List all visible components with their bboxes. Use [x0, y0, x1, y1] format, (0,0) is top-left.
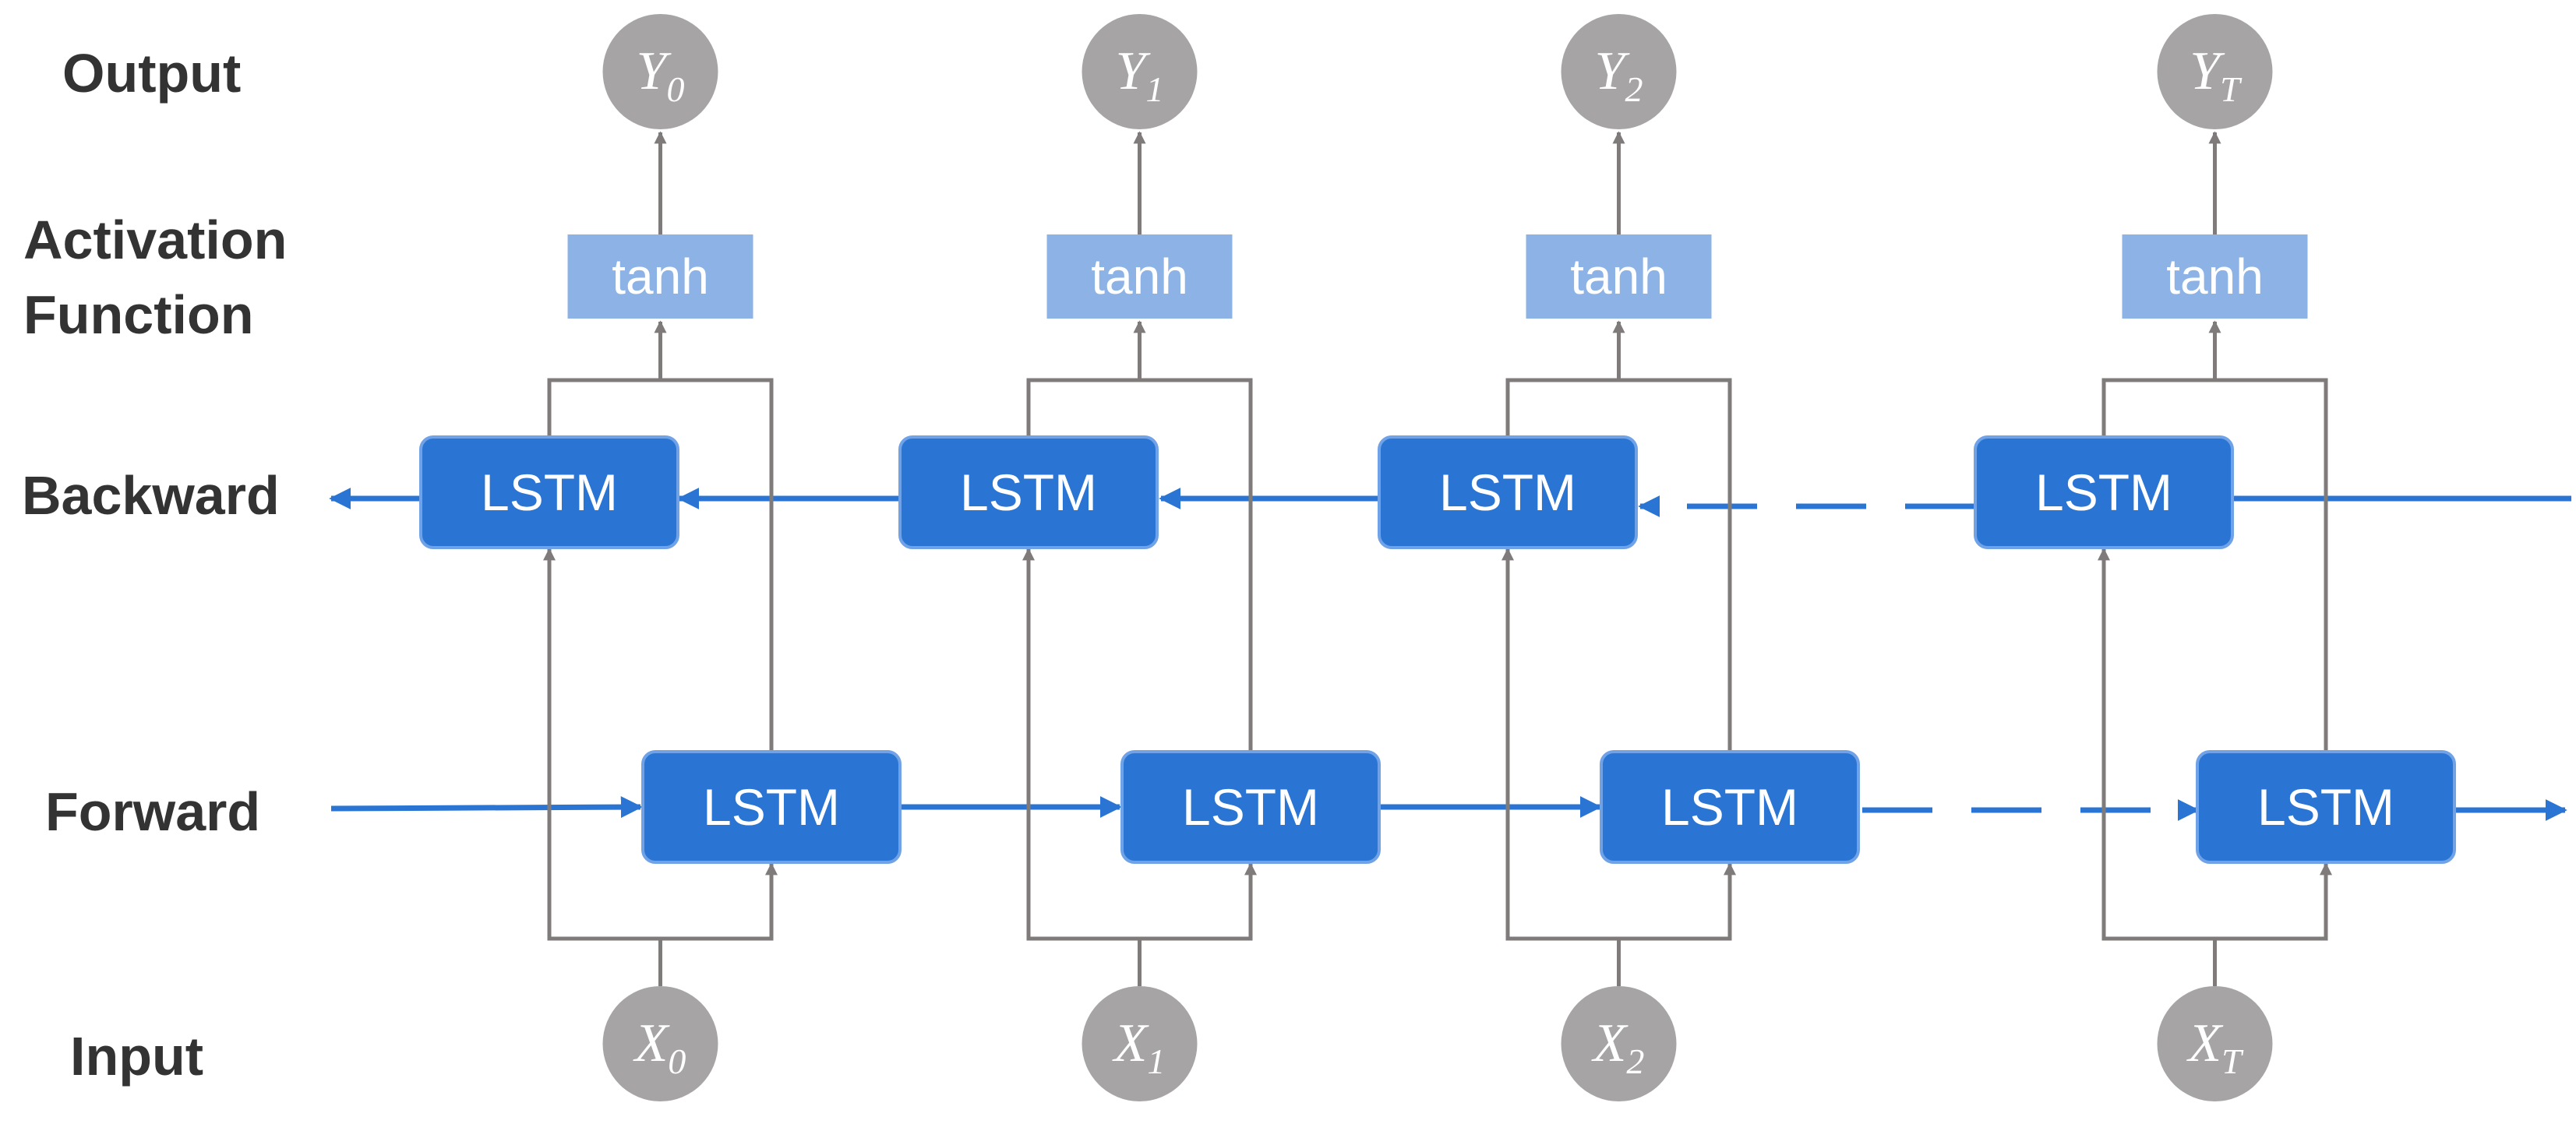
- input-to-forward-connector: [660, 862, 778, 941]
- input-node-variable: X: [633, 1013, 671, 1073]
- output-node-label: YT: [2190, 41, 2243, 109]
- backward-lstm-cell: [1378, 435, 1638, 549]
- tanh-label: tanh: [612, 248, 709, 305]
- input-to-backward-connector: [2097, 548, 2217, 986]
- forward-lstm-label: LSTM: [2257, 778, 2394, 836]
- input-to-backward-connector: [1022, 548, 1142, 986]
- forward-lstm-cell: [2196, 750, 2456, 864]
- output-node-subscript: 1: [1145, 69, 1163, 109]
- forward-lstm-cell: [1120, 750, 1381, 864]
- input-node-label: X0: [633, 1013, 686, 1081]
- input-node-label: X2: [1591, 1013, 1645, 1081]
- forward-lstm-label: LSTM: [1182, 778, 1319, 836]
- backward-lstm-label: LSTM: [960, 463, 1097, 521]
- input-node-label: XT: [2186, 1013, 2244, 1081]
- input-to-backward-connector: [1501, 548, 1621, 986]
- input-node-subscript: 0: [668, 1041, 686, 1081]
- backward-lstm-label: LSTM: [2035, 463, 2172, 521]
- tanh-label: tanh: [1570, 248, 1667, 305]
- row-label-activation-line1: Activation: [23, 210, 287, 270]
- row-label-forward: Forward: [45, 781, 260, 842]
- tanh-box: [1526, 234, 1712, 319]
- input-to-backward-connector: [542, 548, 662, 986]
- forward-lstm-cell: [641, 750, 902, 864]
- input-node-circle-icon: [602, 986, 718, 1101]
- forward-arrow-in: [330, 796, 643, 819]
- forward-recurrent-arrows: [330, 796, 2567, 821]
- input-to-forward-connector: [1618, 862, 1737, 941]
- output-node-variable: Y: [1116, 41, 1152, 101]
- output-node-label: Y0: [637, 41, 685, 109]
- input-node-subscript: 2: [1626, 1041, 1644, 1081]
- output-node-variable: Y: [2190, 41, 2225, 101]
- row-label-backward: Backward: [22, 465, 280, 526]
- input-to-forward-connector: [1139, 862, 1258, 941]
- input-node-variable: X: [2186, 1013, 2224, 1073]
- row-label-output: Output: [62, 43, 241, 104]
- output-node-subscript: 2: [1625, 69, 1643, 109]
- output-node-circle-icon: [2157, 14, 2273, 129]
- output-node-circle-icon: [1082, 14, 1198, 129]
- input-node-variable: X: [1591, 1013, 1629, 1073]
- backward-lstm-cell: [1974, 435, 2234, 549]
- backward-lstm-cell: [898, 435, 1159, 549]
- output-node-label: Y2: [1595, 41, 1643, 109]
- backward-lstm-cell: [419, 435, 679, 549]
- tanh-box: [2122, 234, 2308, 319]
- output-node-subscript: T: [2220, 69, 2243, 109]
- forward-lstm-label: LSTM: [1661, 778, 1798, 836]
- output-node-circle-icon: [1561, 14, 1677, 129]
- tanh-box: [567, 234, 753, 319]
- input-to-forward-connector: [2214, 862, 2333, 941]
- input-node-circle-icon: [2157, 986, 2273, 1101]
- input-node-circle-icon: [1082, 986, 1198, 1101]
- tanh-box: [1046, 234, 1233, 319]
- output-node-circle-icon: [602, 14, 718, 129]
- tanh-label: tanh: [1091, 248, 1188, 305]
- tanh-label: tanh: [2166, 248, 2264, 305]
- output-node-variable: Y: [637, 41, 672, 101]
- input-node-subscript: 1: [1147, 1041, 1165, 1081]
- output-node-variable: Y: [1595, 41, 1631, 101]
- backward-lstm-label: LSTM: [481, 463, 618, 521]
- output-node-subscript: 0: [666, 69, 684, 109]
- row-label-input: Input: [70, 1026, 203, 1087]
- forward-lstm-cell: [1600, 750, 1860, 864]
- backward-lstm-label: LSTM: [1439, 463, 1576, 521]
- input-node-label: X1: [1112, 1013, 1166, 1081]
- forward-lstm-label: LSTM: [703, 778, 840, 836]
- output-node-label: Y1: [1116, 41, 1164, 109]
- input-node-variable: X: [1112, 1013, 1150, 1073]
- time-step-columns: tanhLSTMLSTMY0X0tanhLSTMLSTMY1X1tanhLSTM…: [419, 14, 2456, 1101]
- input-node-circle-icon: [1561, 986, 1677, 1101]
- input-node-subscript: T: [2221, 1041, 2244, 1081]
- row-label-activation-line2: Function: [23, 284, 253, 345]
